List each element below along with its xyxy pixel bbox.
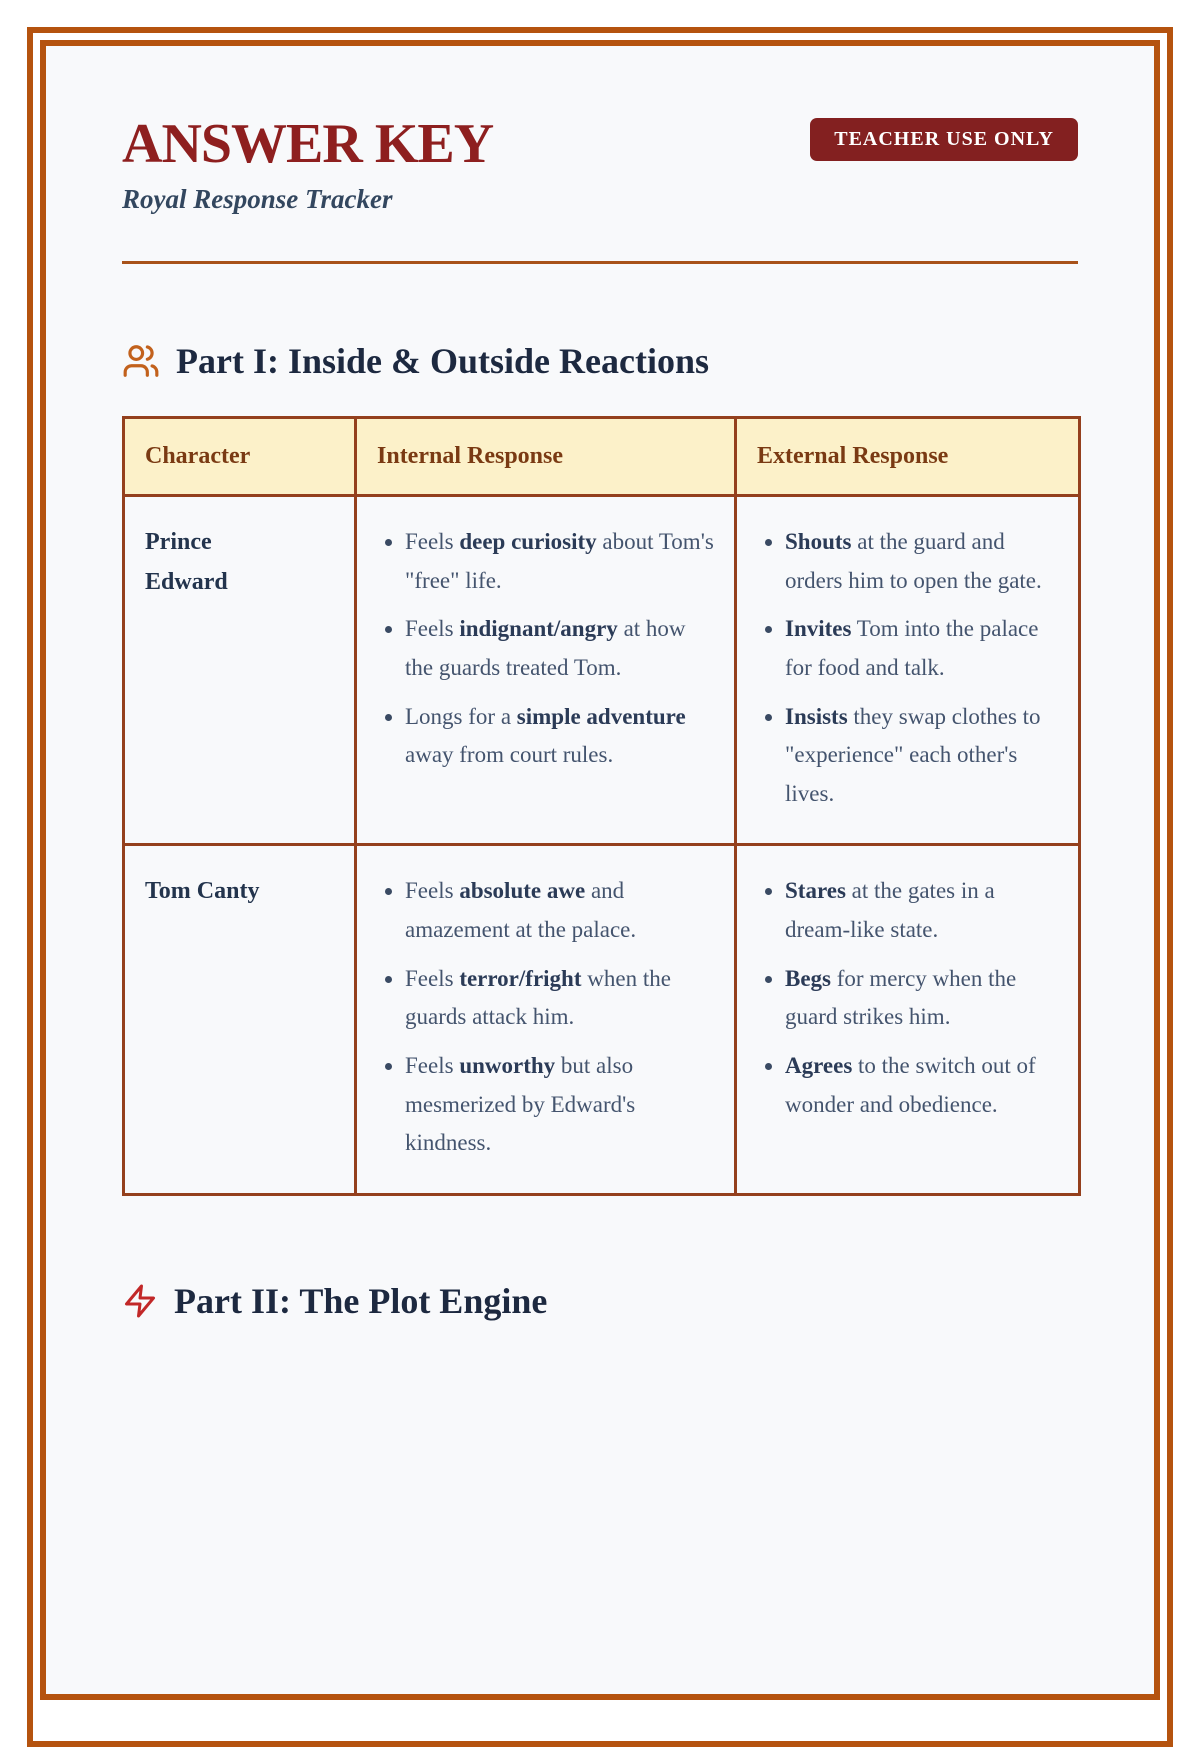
response-bullet: Invites Tom into the palace for food and…	[785, 610, 1060, 687]
character-cell: Tom Canty	[122, 843, 357, 1196]
column-header: Internal Response	[354, 416, 737, 497]
response-bullet: Begs for mercy when the guard strikes hi…	[785, 960, 1060, 1037]
page-frame: ANSWER KEY Royal Response Tracker TEACHE…	[27, 27, 1173, 1747]
response-bullet: Feels terror/fright when the guards atta…	[405, 960, 716, 1037]
response-bullet: Stares at the gates in a dream-like stat…	[785, 872, 1060, 949]
part1-heading-label: Part I: Inside & Outside Reactions	[176, 341, 709, 381]
part1-table-body: Prince Edward Feels deep curiosity about …	[122, 493, 1081, 1196]
header-divider	[122, 261, 1078, 264]
page-title: ANSWER KEY	[122, 113, 494, 175]
title-block: ANSWER KEY Royal Response Tracker	[122, 113, 494, 215]
column-header: External Response	[734, 416, 1081, 497]
worksheet-content: ANSWER KEY Royal Response Tracker TEACHE…	[46, 46, 1154, 1322]
page-inner-frame: ANSWER KEY Royal Response Tracker TEACHE…	[40, 40, 1160, 1700]
part1-heading: Part I: Inside & Outside Reactions	[122, 340, 1078, 382]
response-bullet: Agrees to the switch out of wonder and o…	[785, 1047, 1060, 1124]
character-name: Tom Canty	[145, 878, 260, 905]
part2-heading: Part II: The Plot Engine	[122, 1280, 1078, 1322]
column-header: Character	[122, 416, 357, 497]
response-bullet: Longs for a simple adventure away from c…	[405, 698, 716, 775]
teacher-use-only-badge: TEACHER USE ONLY	[810, 118, 1078, 161]
response-bullet: Feels absolute awe and amazement at the …	[405, 872, 716, 949]
page-subtitle: Royal Response Tracker	[122, 184, 393, 214]
response-bullet: Insists they swap clothes to "experience…	[785, 698, 1060, 814]
response-bullet: Feels deep curiosity about Tom's "free" …	[405, 523, 716, 600]
external-response-cell: Shouts at the guard and orders him to op…	[734, 493, 1081, 847]
users-icon	[122, 342, 160, 380]
internal-response-cell: Feels deep curiosity about Tom's "free" …	[354, 493, 737, 847]
zap-icon	[122, 1283, 158, 1319]
header: ANSWER KEY Royal Response Tracker TEACHE…	[122, 116, 1078, 215]
table-row: Prince Edward Feels deep curiosity about …	[122, 493, 1081, 847]
external-response-cell: Stares at the gates in a dream-like stat…	[734, 843, 1081, 1196]
response-bullet: Feels unworthy but also mesmerized by Ed…	[405, 1047, 716, 1163]
character-cell: Prince Edward	[122, 493, 357, 847]
table-row: Tom Canty Feels absolute awe and amazemen…	[122, 843, 1081, 1196]
internal-response-cell: Feels absolute awe and amazement at the …	[354, 843, 737, 1196]
response-bullet: Feels indignant/angry at how the guards …	[405, 610, 716, 687]
character-name: Prince Edward	[145, 529, 228, 595]
response-bullet: Shouts at the guard and orders him to op…	[785, 523, 1060, 600]
part2-heading-label: Part II: The Plot Engine	[174, 1280, 548, 1321]
